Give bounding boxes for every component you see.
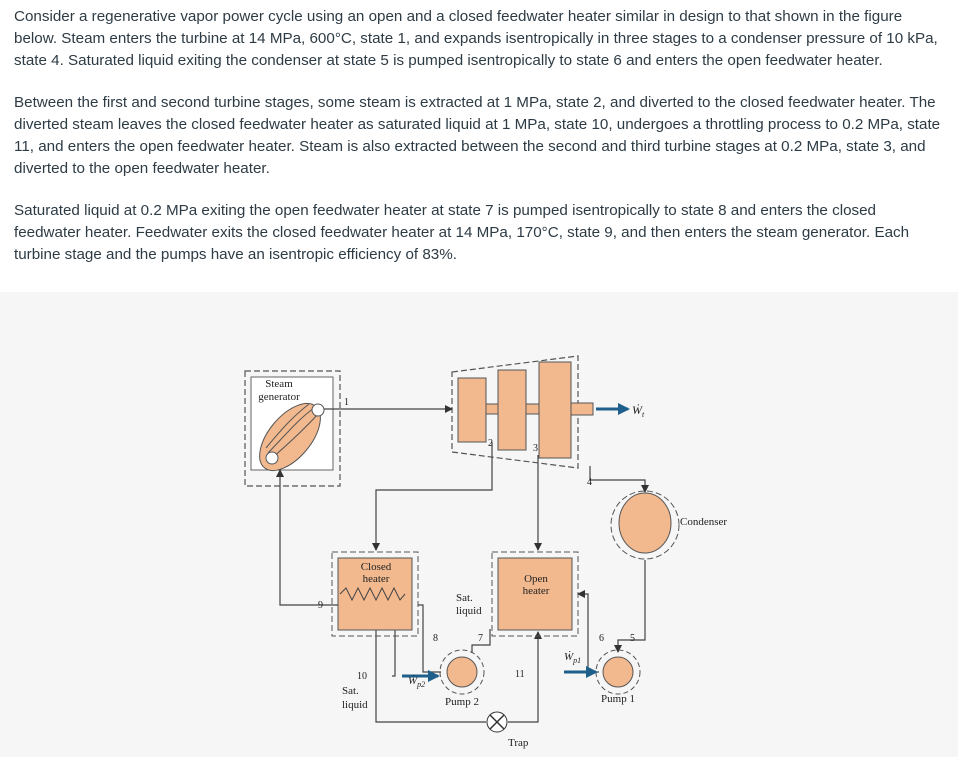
open-heater-label-1: Open <box>524 573 548 585</box>
sat-liquid-low-label-1: Sat. <box>342 685 359 697</box>
figure-panel: Steam generator Ẇt <box>0 292 958 757</box>
turbine-work-label: Ẇt <box>632 402 645 419</box>
steam-generator-label-1: Steam <box>265 378 293 390</box>
problem-paragraph-3: Saturated liquid at 0.2 MPa exiting the … <box>14 202 910 263</box>
turbine <box>451 355 594 469</box>
steam-generator-label-2: generator <box>258 391 300 403</box>
open-heater-label-2: heater <box>523 585 550 597</box>
cycle-diagram: Steam generator Ẇt <box>244 355 727 749</box>
steam-generator: Steam generator <box>244 370 341 487</box>
pump-2: Pump 2 <box>439 649 485 708</box>
condenser: Condenser <box>610 490 727 560</box>
state-2-label: 2 <box>488 438 493 449</box>
pump-2-work-label: Ẇp2 <box>408 675 425 689</box>
problem-statement: Consider a regenerative vapor power cycl… <box>14 6 944 286</box>
state-4-label: 4 <box>587 477 592 488</box>
sat-liquid-low-label-2: liquid <box>342 699 368 711</box>
state-3-label: 3 <box>533 443 538 454</box>
state-11-label: 11 <box>515 669 525 680</box>
pump-1: Pump 1 <box>595 649 641 705</box>
pump-1-work-label: Ẇp1 <box>564 651 581 665</box>
state-10-label: 10 <box>357 671 367 682</box>
trap-label: Trap <box>508 737 529 749</box>
problem-paragraph-2: Between the first and second turbine sta… <box>14 94 941 177</box>
sat-liquid-mid-label-2: liquid <box>456 605 482 617</box>
state-1-label: 1 <box>344 397 349 408</box>
pump-1-label: Pump 1 <box>601 693 635 705</box>
state-9-label: 9 <box>318 600 323 611</box>
state-6-label: 6 <box>599 633 604 644</box>
trap-icon: Trap <box>486 711 529 749</box>
pump-2-label: Pump 2 <box>445 696 479 708</box>
closed-heater-label-2: heater <box>363 573 390 585</box>
closed-heater: Closed heater <box>331 551 419 637</box>
closed-heater-label-1: Closed <box>361 561 392 573</box>
condenser-label: Condenser <box>680 516 727 528</box>
state-7-label: 7 <box>478 633 483 644</box>
open-heater: Open heater <box>491 551 579 637</box>
problem-paragraph-1: Consider a regenerative vapor power cycl… <box>14 8 938 69</box>
sat-liquid-mid-label-1: Sat. <box>456 592 473 604</box>
state-5-label: 5 <box>630 633 635 644</box>
state-8-label: 8 <box>433 633 438 644</box>
